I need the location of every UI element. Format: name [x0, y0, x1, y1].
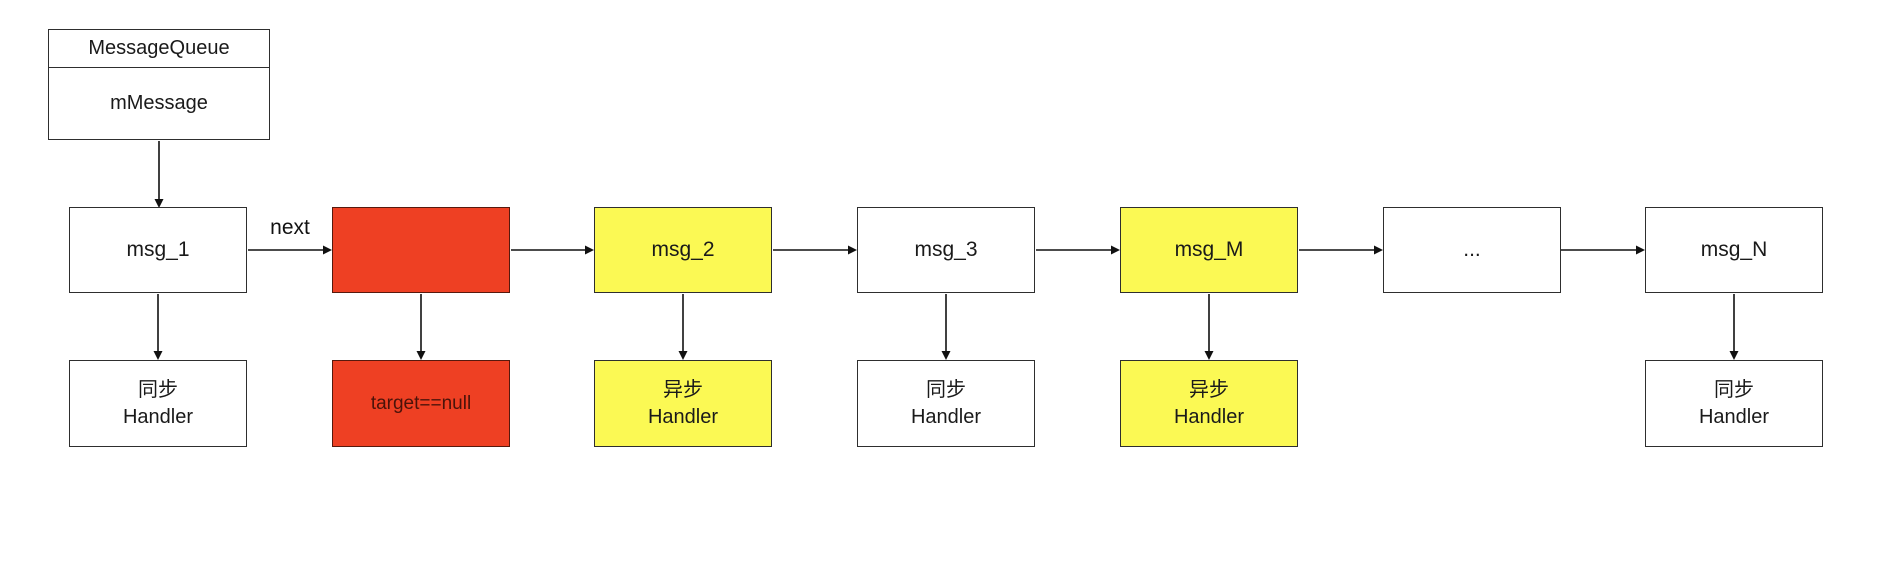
- handler-sync-msg-n-line2: Handler: [1698, 405, 1770, 428]
- node-msg-2-label: msg_2: [651, 238, 715, 261]
- node-msg-m-label: msg_M: [1174, 238, 1244, 261]
- node-ellipsis: ...: [1383, 207, 1561, 293]
- handler-async-msg-m-line1: 异步: [1189, 378, 1229, 401]
- node-msg-1: msg_1: [69, 207, 247, 293]
- handler-async-msg-2-line2: Handler: [647, 405, 719, 428]
- message-queue-field-mmessage: mMessage: [110, 92, 208, 114]
- handler-sync-msg-3-line1: 同步: [926, 378, 966, 401]
- node-msg-n: msg_N: [1645, 207, 1823, 293]
- handler-sync-msg-3: 同步 Handler: [857, 360, 1035, 447]
- handler-async-msg-m: 异步 Handler: [1120, 360, 1298, 447]
- handler-async-msg-2: 异步 Handler: [594, 360, 772, 447]
- handler-sync-msg-1-line1: 同步: [138, 378, 178, 401]
- handler-async-msg-m-line2: Handler: [1173, 405, 1245, 428]
- node-msg-n-label: msg_N: [1700, 238, 1768, 261]
- handler-sync-msg-3-line2: Handler: [910, 405, 982, 428]
- message-queue-title: MessageQueue: [49, 30, 269, 68]
- handler-target-null: target==null: [332, 360, 510, 447]
- handler-sync-msg-1-line2: Handler: [122, 405, 194, 428]
- node-msg-3: msg_3: [857, 207, 1035, 293]
- node-msg-3-label: msg_3: [914, 238, 978, 261]
- node-msg-m: msg_M: [1120, 207, 1298, 293]
- handler-target-null-line1: target==null: [370, 393, 472, 414]
- node-ellipsis-label: ...: [1463, 238, 1481, 261]
- handler-sync-msg-n: 同步 Handler: [1645, 360, 1823, 447]
- handler-async-msg-2-line1: 异步: [663, 378, 703, 401]
- handler-sync-msg-n-line1: 同步: [1714, 378, 1754, 401]
- message-queue-box: MessageQueue mMessage: [48, 29, 270, 140]
- handler-sync-msg-1: 同步 Handler: [69, 360, 247, 447]
- node-msg-1-label: msg_1: [126, 238, 190, 261]
- next-pointer-label: next: [270, 216, 310, 239]
- node-sync-barrier: [332, 207, 510, 293]
- node-msg-2: msg_2: [594, 207, 772, 293]
